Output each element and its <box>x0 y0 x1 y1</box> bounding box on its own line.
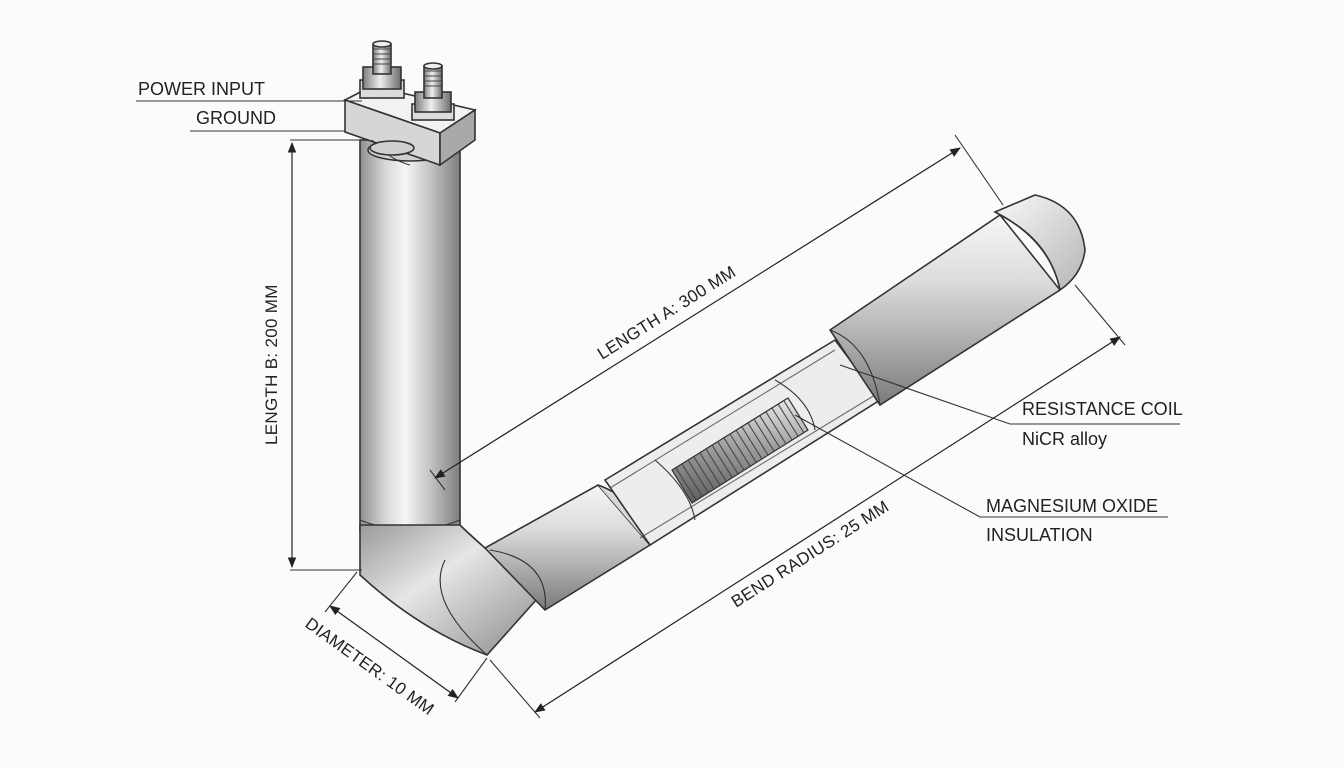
resistance-coil-leader <box>839 364 1180 425</box>
far-tube-section <box>828 194 1086 407</box>
ground-terminal-bolt <box>411 62 455 121</box>
length-a-label: LENGTH A: 300 MM <box>594 262 739 363</box>
cutaway-section <box>603 338 882 547</box>
length-b-label: LENGTH B: 200 MM <box>262 284 281 445</box>
elbow-face <box>439 559 488 656</box>
diameter-dimension <box>324 571 488 703</box>
nicr-alloy-label: NiCR alloy <box>1022 429 1107 449</box>
callout-leaders <box>136 100 1180 518</box>
bend-radius-dimension <box>489 284 1126 719</box>
power-terminal-bolt <box>359 40 405 99</box>
magnesium-oxide-label: MAGNESIUM OXIDE <box>986 496 1158 516</box>
insulation-label: INSULATION <box>986 525 1093 545</box>
far-sheath <box>828 213 1062 407</box>
insulation-leader <box>794 414 1168 518</box>
bend-radius-label: BEND RADIUS: 25 MM <box>728 497 892 612</box>
power-input-label: POWER INPUT <box>138 79 265 99</box>
length-b-dimension <box>287 139 362 571</box>
resistance-coil-label: RESISTANCE COIL <box>1022 399 1183 419</box>
length-a-dimension <box>429 134 1004 491</box>
ground-label: GROUND <box>196 108 276 128</box>
diameter-label: DIAMETER: 10 MM <box>302 614 438 719</box>
